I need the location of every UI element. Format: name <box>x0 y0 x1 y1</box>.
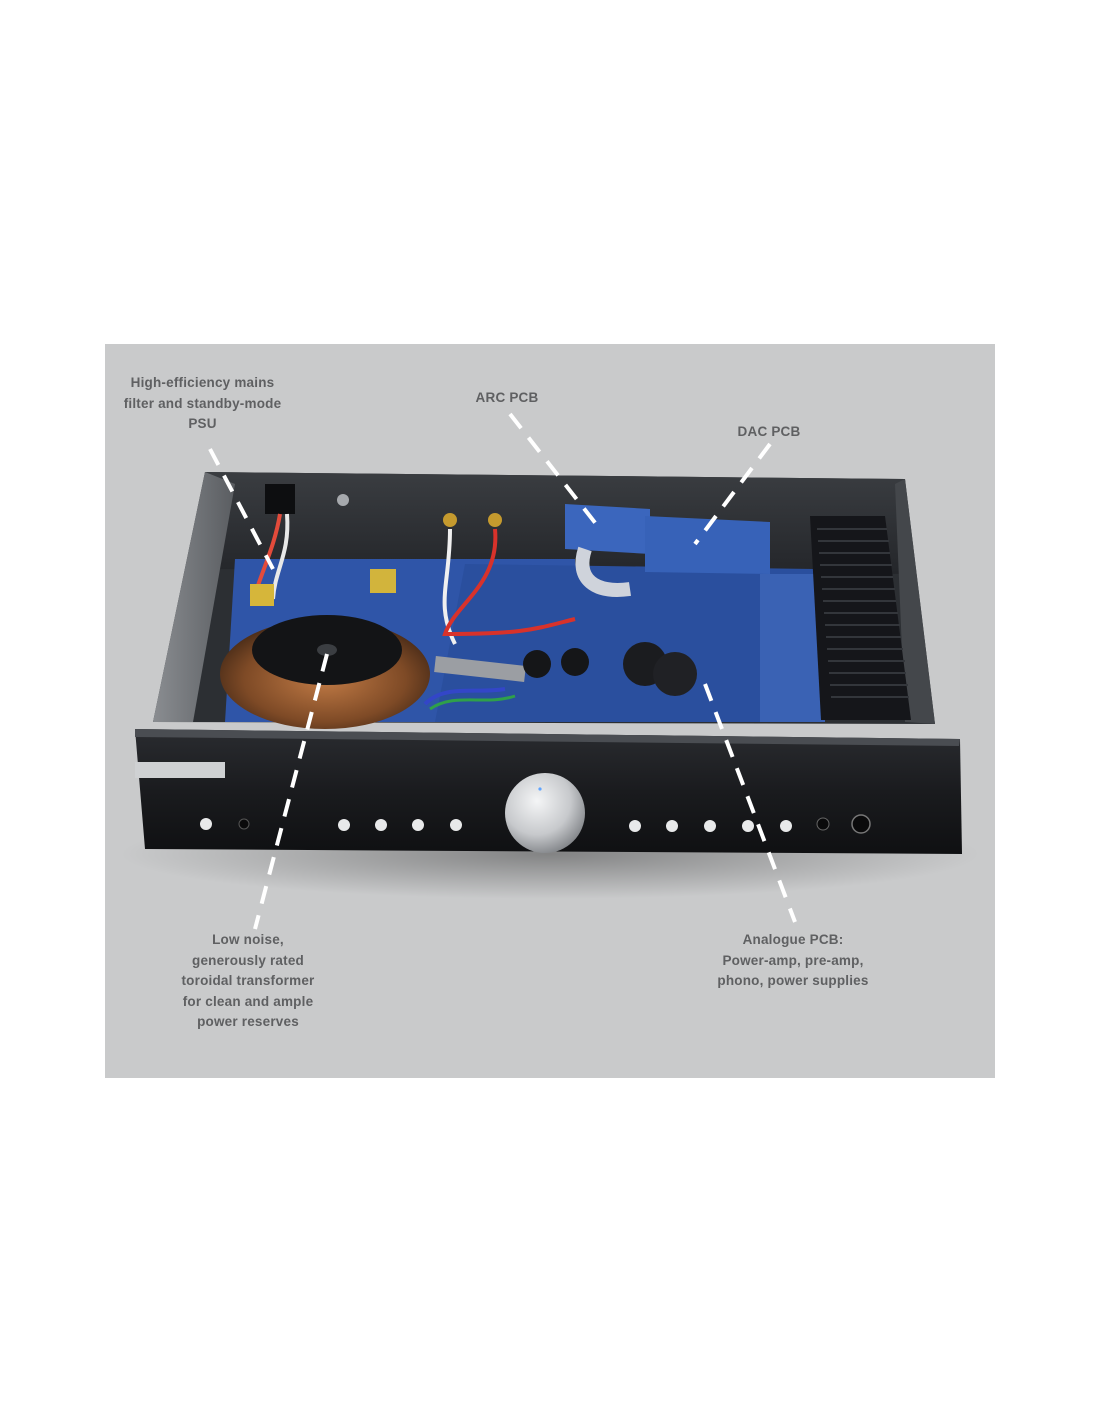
amplifier-photo <box>120 412 980 930</box>
callout-analogue-pcb: Analogue PCB: Power-amp, pre-amp, phono,… <box>693 930 893 992</box>
callout-transformer: Low noise, generously rated toroidal tra… <box>153 930 343 1033</box>
standby-transformer <box>370 569 396 593</box>
arc-pcb-board <box>565 504 650 554</box>
chassis-left-wall <box>153 472 235 722</box>
transformer-bolt <box>317 644 337 656</box>
front-panel-buttons <box>200 818 792 832</box>
volume-knob <box>505 773 585 853</box>
secondary-wire-blue <box>423 687 506 706</box>
speaker-terminal <box>443 513 457 527</box>
callout-line: toroidal transformer <box>181 973 315 988</box>
speaker-wire-white <box>442 528 457 645</box>
dac-pcb-board <box>645 516 770 574</box>
callout-line: for clean and ample <box>182 993 314 1009</box>
ground-post <box>337 494 349 506</box>
callout-line: Power-amp, pre-amp, <box>722 952 864 968</box>
chassis-back-wall <box>205 472 905 574</box>
callout-line: High-efficiency mains <box>130 375 275 390</box>
capacitor <box>561 648 589 676</box>
callout-mains-filter: High-efficiency mains filter and standby… <box>110 373 295 435</box>
secondary-wire-green <box>429 694 516 711</box>
callout-line: Analogue PCB: <box>742 932 844 947</box>
callout-line: Low noise, <box>212 932 284 947</box>
callout-line: phono, power supplies <box>717 973 869 988</box>
heatsink-fins <box>817 528 909 698</box>
grey-ribbon-cable <box>434 656 526 682</box>
callout-arc-pcb: ARC PCB <box>457 388 557 409</box>
callout-line: power reserves <box>197 1014 299 1029</box>
ir-sensor <box>238 818 250 830</box>
callout-line: generously rated <box>192 952 304 968</box>
chassis-right-wall <box>895 479 935 724</box>
callout-line: filter and standby-mode <box>123 395 282 411</box>
callout-line: DAC PCB <box>737 424 801 439</box>
leader-arc-pcb <box>508 412 602 531</box>
callout-leaders <box>208 412 797 930</box>
speaker-wire-red <box>442 528 576 637</box>
speaker-terminal <box>488 513 502 527</box>
model-plate <box>135 762 225 778</box>
aux-jack <box>816 817 830 831</box>
heatsink <box>810 516 911 720</box>
filter-capacitor <box>653 652 697 696</box>
output-pcb <box>760 574 825 722</box>
mains-filter-choke <box>250 584 274 606</box>
mains-inlet <box>265 484 295 514</box>
volume-indicator-led <box>538 787 542 791</box>
callout-line: PSU <box>188 416 217 431</box>
leader-transformer <box>253 653 329 930</box>
ribbon-cable <box>575 546 631 597</box>
leader-analogue-pcb <box>703 683 797 923</box>
callout-line: ARC PCB <box>475 390 539 405</box>
leader-mains-filter <box>208 448 275 570</box>
analogue-pcb <box>435 564 815 722</box>
callout-dac-pcb: DAC PCB <box>719 422 819 443</box>
headphone-jack <box>851 814 871 834</box>
capacitor <box>523 650 551 678</box>
front-panel-top-edge <box>135 729 960 746</box>
leader-dac-pcb <box>693 442 772 546</box>
amplifier-cutaway-figure: High-efficiency mains filter and standby… <box>105 344 995 1078</box>
